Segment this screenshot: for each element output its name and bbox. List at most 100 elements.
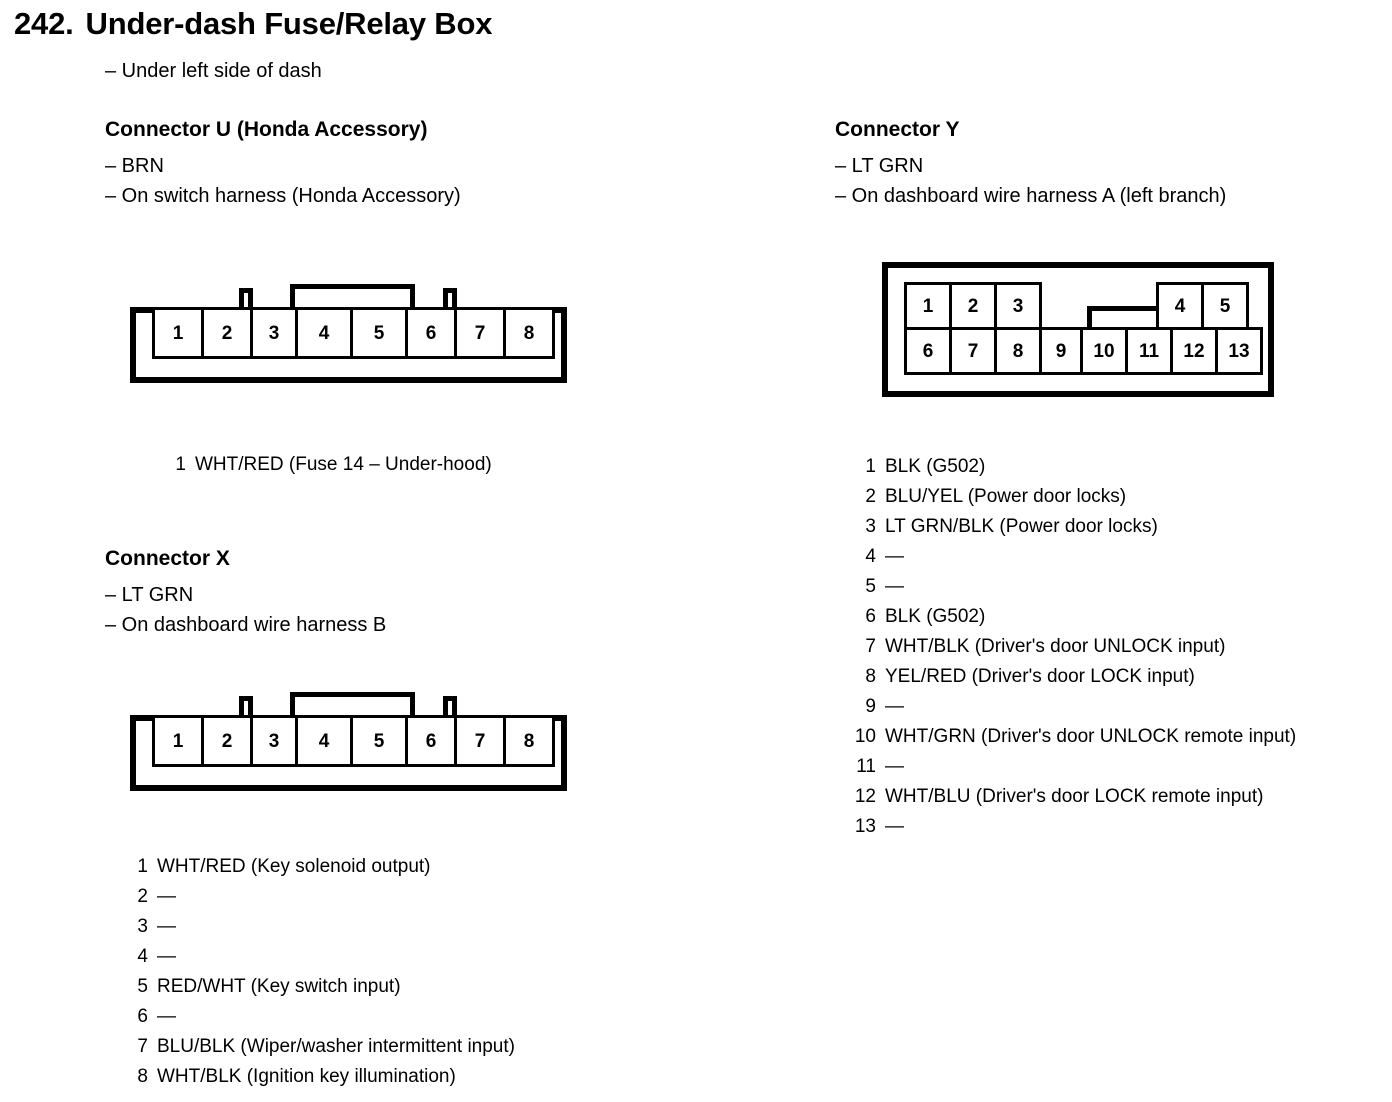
pin-row: 1 WHT/RED (Fuse 14 – Under-hood)	[160, 450, 492, 480]
connector-u-tab-thin-left	[239, 288, 253, 313]
pin-row: 1 BLK (G502)	[846, 452, 1296, 482]
pin-number: 4	[865, 546, 876, 567]
connector-x-pin-cell-5: 5	[350, 715, 408, 767]
connector-y-pin-cell-8: 8	[994, 327, 1042, 375]
pin-description: —	[157, 946, 176, 967]
pin-number: 13	[854, 816, 876, 837]
connector-x-notch-left	[136, 762, 158, 785]
connector-y-pin-cell-4: 4	[1156, 282, 1204, 330]
pin-description: BLK (G502)	[885, 606, 986, 627]
connector-x-pin-cell-3: 3	[250, 715, 298, 767]
pin-description: WHT/RED (Fuse 14 – Under-hood)	[195, 454, 492, 475]
pin-number: 7	[865, 636, 876, 657]
connector-u-pin-cell-7: 7	[454, 307, 506, 359]
pin-number: 4	[137, 946, 148, 967]
pin-description: WHT/RED (Key solenoid output)	[157, 856, 431, 877]
connector-x-notes: – LT GRN – On dashboard wire harness B	[105, 580, 386, 640]
pin-description: WHT/GRN (Driver's door UNLOCK remote inp…	[885, 726, 1297, 747]
connector-x-pin-cell-1: 1	[152, 715, 204, 767]
connector-x-tab-thin-right	[443, 696, 457, 721]
page-title-text: Under-dash Fuse/Relay Box	[85, 6, 493, 41]
connector-y-note-location: – On dashboard wire harness A (left bran…	[835, 185, 1227, 207]
connector-y-pin-cell-3: 3	[994, 282, 1042, 330]
connector-u-tab-thin-right	[443, 288, 457, 313]
connector-y-notch-bottom-left	[888, 371, 910, 391]
connector-u-pin-cell-2: 2	[201, 307, 253, 359]
pin-number: 5	[137, 976, 148, 997]
connector-y-pin-cell-12: 12	[1170, 327, 1218, 375]
connector-y-pin-cell-7: 7	[949, 327, 997, 375]
connector-u-pin-cell-4: 4	[295, 307, 353, 359]
pin-description: —	[885, 546, 904, 567]
connector-x-heading: Connector X	[105, 547, 230, 570]
pin-number: 2	[865, 486, 876, 507]
connector-u-note-location: – On switch harness (Honda Accessory)	[105, 185, 461, 207]
connector-y-diagram: 1 2 3 4 5 6 7 8 9 10 11 12 13	[882, 262, 1302, 402]
pin-description: WHT/BLK (Ignition key illumination)	[157, 1066, 456, 1087]
connector-y-section: Connector Y – LT GRN – On dashboard wire…	[835, 118, 1226, 211]
connector-x-note-color: – LT GRN	[105, 584, 194, 606]
page-subtitle: – Under left side of dash	[105, 60, 322, 82]
connector-y-pin-cell-1: 1	[904, 282, 952, 330]
pin-description: BLK (G502)	[885, 456, 986, 477]
pin-number: 1	[175, 454, 186, 475]
pin-row: 12 WHT/BLU (Driver's door LOCK remote in…	[846, 782, 1296, 812]
connector-x-tab-thin-left	[239, 696, 253, 721]
connector-y-pin-cell-2: 2	[949, 282, 997, 330]
pin-number: 8	[865, 666, 876, 687]
page-title: 242.Under-dash Fuse/Relay Box	[14, 6, 492, 42]
connector-y-pin-cell-5: 5	[1201, 282, 1249, 330]
connector-y-notes: – LT GRN – On dashboard wire harness A (…	[835, 151, 1226, 211]
connector-y-notch-bottom-right	[1246, 371, 1268, 391]
pin-row: 11 —	[846, 752, 1296, 782]
connector-y-pin-cell-10: 10	[1080, 327, 1128, 375]
right-column: Connector Y – LT GRN – On dashboard wire…	[700, 0, 1392, 1102]
pin-row: 13 —	[846, 812, 1296, 842]
pin-number: 6	[137, 1006, 148, 1027]
pin-description: —	[157, 886, 176, 907]
connector-u-pin-cell-8: 8	[503, 307, 555, 359]
pin-number: 1	[137, 856, 148, 877]
pin-number: 8	[137, 1066, 148, 1087]
pin-row: 3 LT GRN/BLK (Power door locks)	[846, 512, 1296, 542]
pin-number: 2	[137, 886, 148, 907]
connector-u-notes: – BRN – On switch harness (Honda Accesso…	[105, 151, 461, 211]
connector-u-pin-cell-3: 3	[250, 307, 298, 359]
pin-row: 4 —	[122, 942, 515, 972]
pin-number: 7	[137, 1036, 148, 1057]
pin-row: 7 WHT/BLK (Driver's door UNLOCK input)	[846, 632, 1296, 662]
connector-y-pin-cell-11: 11	[1125, 327, 1173, 375]
connector-x-pin-cell-7: 7	[454, 715, 506, 767]
connector-x-diagram: 1 2 3 4 5 6 7 8	[130, 688, 570, 798]
connector-x-note-location: – On dashboard wire harness B	[105, 614, 387, 636]
pin-description: RED/WHT (Key switch input)	[157, 976, 401, 997]
connector-x-notch-right	[539, 762, 561, 785]
pin-row: 5 RED/WHT (Key switch input)	[122, 972, 515, 1002]
pin-number: 1	[865, 456, 876, 477]
pin-row: 2 BLU/YEL (Power door locks)	[846, 482, 1296, 512]
connector-y-pin-cell-9: 9	[1039, 327, 1083, 375]
pin-description: LT GRN/BLK (Power door locks)	[885, 516, 1158, 537]
connector-u-note-color: – BRN	[105, 155, 164, 177]
connector-x-cell-row: 1 2 3 4 5 6 7 8	[152, 715, 555, 767]
pin-description: BLU/BLK (Wiper/washer intermittent input…	[157, 1036, 515, 1057]
pin-description: WHT/BLU (Driver's door LOCK remote input…	[885, 786, 1264, 807]
connector-u-notch-left	[136, 354, 158, 377]
pin-description: —	[885, 756, 904, 777]
pin-number: 3	[137, 916, 148, 937]
pin-number: 5	[865, 576, 876, 597]
pin-row: 5 —	[846, 572, 1296, 602]
pin-description: —	[885, 696, 904, 717]
pin-row: 4 —	[846, 542, 1296, 572]
connector-y-pin-cell-13: 13	[1215, 327, 1263, 375]
pin-description: —	[885, 816, 904, 837]
connector-y-heading: Connector Y	[835, 118, 960, 141]
pin-row: 7 BLU/BLK (Wiper/washer intermittent inp…	[122, 1032, 515, 1062]
connector-x-pin-cell-2: 2	[201, 715, 253, 767]
left-column: Connector U (Honda Accessory) – BRN – On…	[105, 118, 570, 1087]
pin-description: —	[157, 1006, 176, 1027]
connector-u-cell-row: 1 2 3 4 5 6 7 8	[152, 307, 555, 359]
connector-y-note-color: – LT GRN	[835, 155, 924, 177]
pin-description: WHT/BLK (Driver's door UNLOCK input)	[885, 636, 1226, 657]
pin-row: 9 —	[846, 692, 1296, 722]
